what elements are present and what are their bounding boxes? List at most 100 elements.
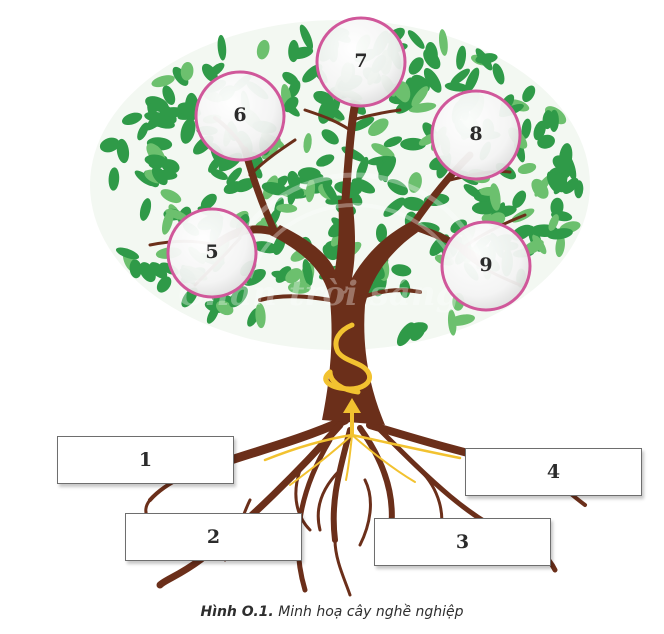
leaf [139, 198, 152, 221]
leaf [316, 154, 335, 167]
circle-9[interactable]: 9 [440, 220, 532, 312]
leaf [299, 24, 314, 50]
leaf [547, 228, 573, 240]
leaf [327, 95, 341, 121]
leaf [108, 167, 120, 191]
leaf [512, 190, 527, 209]
leaf [447, 309, 457, 336]
leaf [99, 137, 120, 153]
leaf [403, 322, 428, 338]
leaf [161, 159, 180, 174]
leaf [147, 102, 160, 126]
leaf [356, 156, 369, 181]
leaf [210, 168, 228, 180]
leaf [408, 57, 424, 75]
leaf [302, 259, 313, 286]
leaf [234, 178, 256, 193]
leaf [322, 244, 338, 261]
leaf [162, 85, 176, 105]
box-4-label: 4 [546, 461, 561, 483]
leaf [546, 171, 561, 193]
leaf [351, 178, 376, 194]
box-4[interactable]: 4 [465, 448, 642, 496]
caption-title: Minh hoạ cây nghề nghiệp [278, 604, 464, 620]
circle-7-label: 7 [354, 50, 367, 72]
leaf [400, 137, 426, 151]
circle-9-label: 9 [479, 254, 492, 276]
leaf [371, 143, 395, 159]
leaf [208, 62, 225, 78]
leaf [322, 181, 338, 203]
leaf [151, 75, 175, 88]
circle-8[interactable]: 8 [430, 89, 522, 181]
leaf [533, 120, 546, 141]
box-1-label: 1 [138, 449, 153, 471]
leaf [562, 177, 579, 194]
figure-caption: Hình O.1. Minh hoạ cây nghề nghiệp [0, 604, 664, 620]
leaf [282, 71, 299, 86]
leaf [408, 172, 422, 193]
box-2-label: 2 [206, 526, 221, 548]
leaf [391, 264, 412, 277]
leaf [521, 118, 532, 139]
growth-arrow-icon [343, 398, 361, 413]
leaf [402, 196, 426, 211]
leaf [378, 156, 397, 181]
leaf [463, 183, 482, 199]
circle-8-label: 8 [469, 123, 482, 145]
leaf [285, 268, 302, 284]
leaf [115, 247, 140, 260]
circle-7[interactable]: 7 [315, 16, 407, 108]
box-1[interactable]: 1 [57, 436, 234, 484]
circle-5-label: 5 [205, 241, 218, 263]
leaf [276, 203, 298, 213]
leaf [411, 86, 429, 107]
circle-5[interactable]: 5 [166, 207, 258, 299]
leaf [200, 193, 217, 210]
leaf [161, 208, 174, 235]
leaf [289, 46, 314, 60]
leaf [537, 134, 555, 149]
leaf [555, 234, 565, 258]
leaf [522, 85, 536, 103]
growth-highlight [263, 322, 462, 486]
leaf [550, 197, 564, 217]
leaf [517, 163, 537, 174]
leaf [243, 268, 266, 286]
leaf [387, 179, 409, 196]
box-3[interactable]: 3 [374, 518, 551, 566]
leaf [297, 167, 321, 181]
leaf [464, 67, 480, 93]
leaf [208, 156, 222, 173]
circle-6-label: 6 [233, 104, 246, 126]
leaf [283, 96, 299, 113]
leaf [226, 167, 242, 185]
leaf [407, 30, 425, 49]
leaf [252, 241, 279, 254]
box-2[interactable]: 2 [125, 513, 302, 561]
leaf [261, 182, 289, 196]
leaf [321, 129, 339, 145]
leaf [129, 259, 142, 279]
caption-figure-number: Hình O.1. [200, 604, 274, 620]
leaf [144, 154, 167, 166]
leaf [284, 184, 305, 199]
leaf [122, 112, 143, 126]
trunk [270, 198, 418, 425]
circle-6[interactable]: 6 [194, 70, 286, 162]
leaf [492, 63, 505, 85]
leaf [303, 133, 312, 154]
leaf [574, 180, 584, 199]
leaf [172, 66, 189, 86]
leaf [255, 303, 266, 329]
leaf [155, 169, 178, 180]
leaf [376, 223, 387, 243]
leaf [423, 68, 442, 93]
box-3-label: 3 [455, 531, 470, 553]
leaf [350, 116, 375, 132]
leaf [450, 68, 470, 86]
leaf [229, 286, 248, 308]
leaf [383, 136, 403, 148]
